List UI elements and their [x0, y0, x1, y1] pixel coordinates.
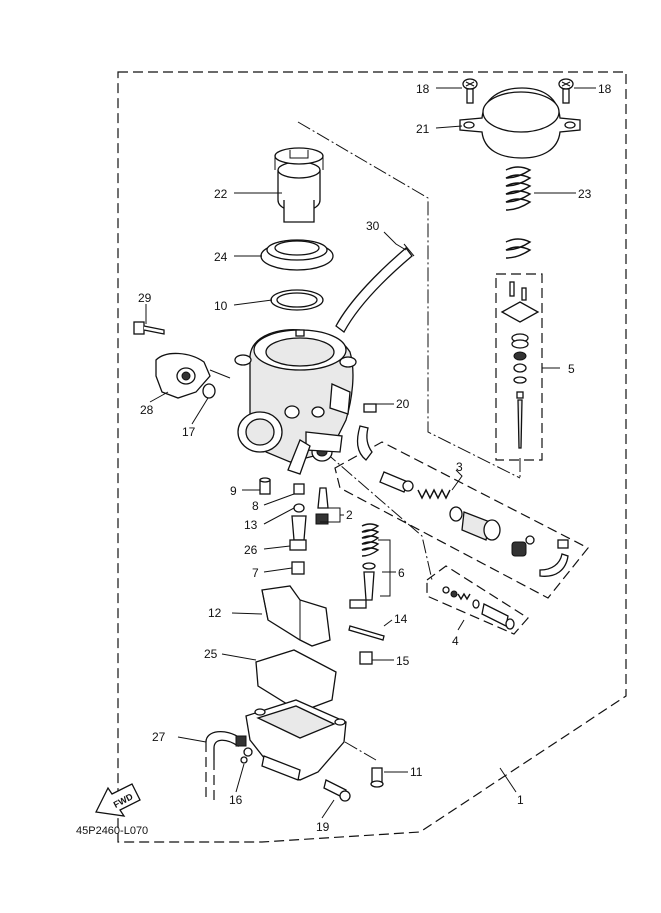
callout-19: 19	[316, 820, 330, 834]
callout-15: 15	[396, 654, 410, 668]
part-7	[291, 561, 305, 575]
screw-11	[370, 767, 384, 788]
callout-13: 13	[244, 518, 258, 532]
plug-20	[356, 403, 377, 461]
callout-7: 7	[252, 566, 259, 580]
vent-hose	[335, 243, 415, 333]
part-9	[259, 477, 271, 495]
oring-10	[270, 289, 324, 311]
fwd-arrow-icon: FWD	[95, 783, 141, 817]
float-bowl	[245, 699, 347, 781]
callout-11: 11	[410, 765, 423, 779]
callout-5: 5	[568, 362, 575, 376]
callout-4: 4	[452, 634, 459, 648]
throttle-slide	[274, 147, 324, 223]
callout-9: 9	[230, 484, 237, 498]
subassembly-4-boundary	[426, 565, 529, 635]
callout-26: 26	[244, 543, 258, 557]
throttle-stop-housing	[155, 352, 231, 399]
part-2	[315, 487, 329, 525]
slide-spring	[505, 166, 532, 259]
callout-3: 3	[456, 460, 463, 474]
starter-plunger-kit	[379, 471, 569, 577]
reference-code: 45P2460-L070	[76, 825, 148, 837]
carburetor-body	[234, 328, 357, 475]
callout-23: 23	[578, 187, 592, 201]
callout-24: 24	[214, 250, 228, 264]
callout-17: 17	[182, 425, 196, 439]
bowl-gasket	[255, 649, 337, 713]
callout-21: 21	[416, 122, 430, 136]
callout-12: 12	[208, 606, 222, 620]
part-8	[293, 483, 305, 495]
screw-15	[359, 651, 373, 665]
callout-29: 29	[138, 291, 152, 305]
alignment-line-slide	[297, 121, 521, 479]
callout-10: 10	[214, 299, 228, 313]
callout-25: 25	[204, 647, 218, 661]
part-6	[349, 523, 380, 609]
drain-hose	[205, 731, 247, 800]
callout-8: 8	[252, 499, 259, 513]
assembly-boundary	[117, 71, 627, 843]
screw-29	[133, 321, 165, 335]
subassembly-3-boundary	[334, 441, 589, 599]
drain-screw	[323, 779, 351, 802]
clip-16	[240, 747, 253, 764]
callout-14: 14	[394, 612, 408, 626]
leader-lines	[145, 87, 596, 819]
alignment-line-jet	[324, 451, 433, 581]
alignment-line-bowl	[344, 741, 377, 761]
callout-28: 28	[140, 403, 154, 417]
part-26	[289, 515, 307, 551]
cover-screw-right	[558, 78, 574, 104]
callout-2: 2	[346, 508, 353, 522]
callout-20: 20	[396, 397, 410, 411]
subassembly-5-boundary	[495, 273, 543, 461]
jet-needle-kit	[500, 281, 540, 449]
callout-6: 6	[398, 566, 405, 580]
callout-18-left: 18	[416, 82, 430, 96]
callout-18-right: 18	[598, 82, 612, 96]
float-pin	[348, 625, 385, 641]
callout-1: 1	[517, 793, 524, 807]
float	[261, 585, 331, 647]
cover-screw-left	[462, 78, 478, 104]
oring-17	[202, 383, 216, 399]
pilot-screw-kit	[442, 586, 515, 630]
callout-30: 30	[366, 219, 380, 233]
diaphragm	[260, 239, 334, 271]
top-cover	[459, 87, 581, 159]
callout-labels: 1 2 3 4 5 6 7 8 9 10 11 12 13 14 15 16 1…	[138, 82, 612, 834]
callout-27: 27	[152, 730, 166, 744]
callout-22: 22	[214, 187, 228, 201]
part-13	[293, 503, 305, 513]
callout-16: 16	[229, 793, 243, 807]
